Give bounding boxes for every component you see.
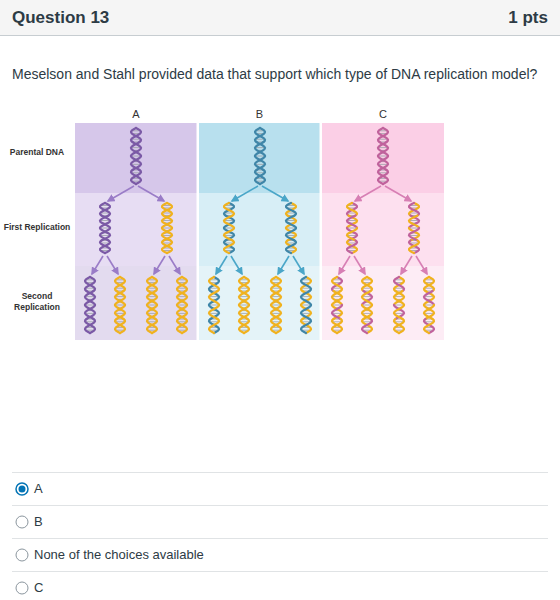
figure-panels (75, 123, 444, 340)
dna-helix (131, 128, 141, 184)
dna-helix (162, 203, 172, 253)
dna-helix (424, 277, 434, 333)
dna-helix (332, 277, 342, 333)
panel-cell (322, 123, 444, 193)
dna-helix (301, 277, 311, 333)
dna-helix (239, 277, 249, 333)
option-separators (12, 473, 548, 572)
question-number: Question 13 (12, 8, 109, 28)
replication-arrow (169, 256, 180, 274)
answer-option: B (34, 514, 534, 530)
panel-cell (322, 266, 444, 340)
answer-option: A (34, 481, 534, 497)
replication-arrow (232, 186, 258, 201)
question-header-bar: Question 13 1 pts (0, 0, 560, 36)
dna-helix (224, 203, 234, 253)
column-letter: C (379, 108, 387, 120)
model-column: C (322, 104, 444, 122)
panel-cell (75, 123, 197, 193)
replication-arrow (154, 256, 165, 274)
replication-arrow (354, 256, 365, 274)
replication-arrow (293, 256, 304, 274)
question-text: Meselson and Stahl provided data that su… (12, 66, 552, 84)
replication-arrow (138, 186, 164, 201)
radio-buttons (16, 483, 28, 594)
column-letter: B (256, 108, 263, 120)
dna-helix (209, 277, 219, 333)
panel-cell (199, 266, 321, 340)
answer-option: None of the choices available (34, 547, 534, 563)
panel-cell (199, 193, 321, 266)
replication-arrow (416, 256, 427, 274)
dna-helix (286, 203, 296, 253)
replication-arrow (231, 256, 242, 274)
replication-arrow (216, 256, 227, 274)
dna-helix (394, 277, 404, 333)
replication-arrow (401, 256, 412, 274)
model-column: A (75, 104, 197, 122)
replication-arrow (355, 186, 381, 201)
dna-helix (115, 277, 125, 333)
dna-helix (362, 277, 372, 333)
dna-helix (347, 203, 357, 253)
dna-helix (255, 128, 265, 184)
panel-cell (75, 193, 197, 266)
dna-helix (271, 277, 281, 333)
replication-arrow (278, 256, 289, 274)
replication-arrow (107, 256, 118, 274)
column-letter: A (132, 108, 139, 120)
dna-helix (177, 277, 187, 333)
row-label: First Replication (2, 222, 72, 233)
dna-helices (85, 128, 434, 333)
dna-helix (378, 128, 388, 184)
dna-helix (85, 277, 95, 333)
answer-option: C (34, 580, 534, 596)
panel-cell (199, 123, 321, 193)
replication-arrow (385, 186, 411, 201)
replication-arrow (339, 256, 350, 274)
dna-helix (409, 203, 419, 253)
row-label: Parental DNA (4, 147, 70, 158)
dna-helix (147, 277, 157, 333)
row-label: Second Replication (2, 291, 72, 312)
dna-helix (100, 203, 110, 253)
points-value: 1 pts (508, 8, 548, 28)
replication-arrow (92, 256, 103, 274)
replication-arrow (262, 186, 288, 201)
replication-arrow (108, 186, 134, 201)
model-column: B (199, 104, 320, 122)
panel-cell (322, 193, 444, 266)
panel-cell (75, 266, 197, 340)
